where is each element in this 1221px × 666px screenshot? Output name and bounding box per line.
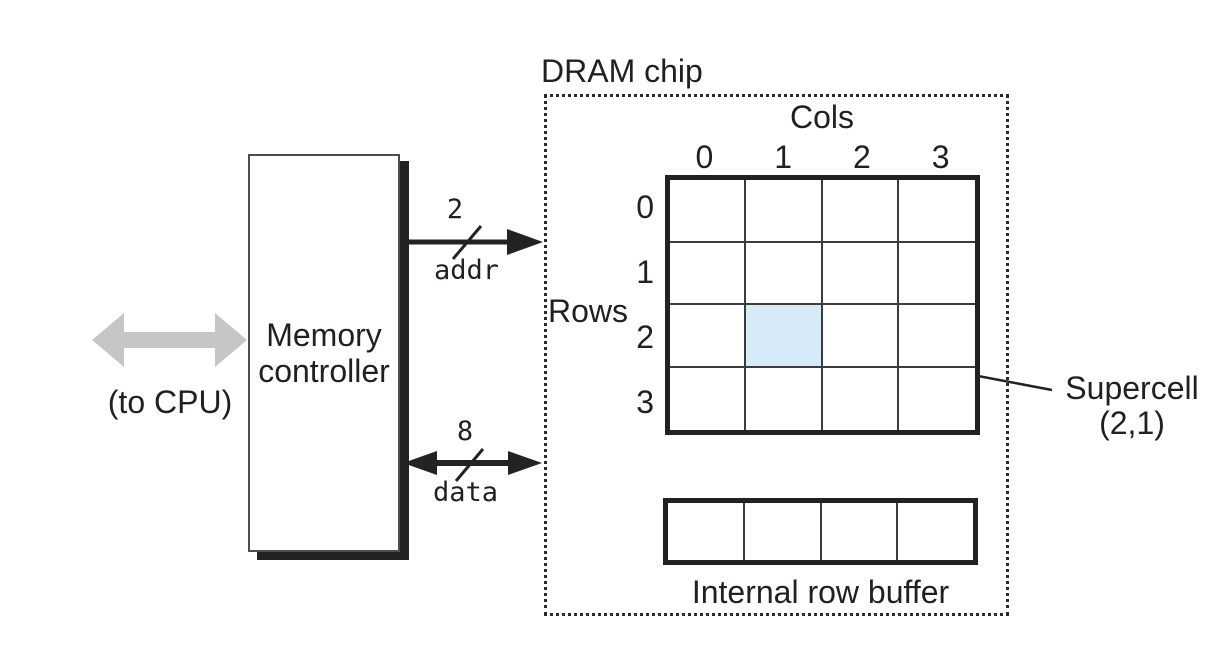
grid-cell (670, 180, 747, 243)
supercell-callout-line2: (2,1) (1099, 405, 1165, 441)
grid-cell (898, 180, 975, 243)
highlighted-supercell (746, 305, 823, 368)
grid-cell (746, 180, 823, 243)
data-bus-width-slash (454, 448, 485, 482)
row-label: 3 (636, 384, 654, 420)
grid-cell (822, 180, 899, 243)
row-numbers: 0 1 2 3 (618, 175, 658, 435)
grid-cell (670, 367, 747, 430)
memory-controller-label-line2: controller (258, 353, 390, 389)
row-buffer-cell (898, 503, 973, 560)
internal-row-buffer (663, 498, 978, 565)
col-label: 1 (774, 139, 793, 175)
addr-bus-width-slash (451, 225, 483, 260)
grid-cell (899, 368, 975, 431)
to-cpu-label: (to CPU) (107, 384, 233, 420)
dram-chip-outline (544, 94, 1009, 616)
grid-cell (746, 367, 823, 430)
supercell-callout-line1: Supercell (1065, 370, 1199, 406)
row-label: 2 (636, 319, 654, 355)
data-bus-right-arrowhead (508, 451, 542, 475)
memory-controller-box: Memory controller (248, 154, 400, 552)
grid-cell (670, 305, 747, 368)
grid-cell (898, 243, 975, 305)
grid-cell (746, 242, 823, 305)
controller-shadow-right (400, 161, 409, 559)
addr-bus-arrowhead (507, 229, 543, 255)
grid-cell (822, 242, 899, 305)
controller-shadow-bottom (257, 552, 409, 560)
data-bus-left-arrowhead (403, 451, 437, 475)
data-bus-width-label: 8 (456, 416, 474, 447)
cols-label: Cols (789, 99, 854, 135)
data-bus-name-label: data (433, 477, 499, 508)
memory-controller-label-line1: Memory (266, 317, 382, 353)
col-label: 0 (695, 139, 714, 175)
col-label: 2 (852, 139, 871, 175)
grid-cell (670, 242, 747, 305)
col-numbers: 0 1 2 3 (665, 139, 980, 175)
internal-row-buffer-label: Internal row buffer (691, 574, 950, 610)
row-buffer-cell (668, 503, 745, 560)
row-label: 1 (636, 254, 654, 290)
rows-label: Rows (548, 293, 629, 329)
addr-bus-width-label: 2 (446, 194, 464, 225)
grid-cell (822, 305, 899, 368)
grid-cell (898, 305, 975, 368)
addr-bus-name-label: addr (434, 255, 500, 286)
dram-chip-title: DRAM chip (541, 53, 703, 89)
supercell-callout: Supercell (2,1) (1052, 371, 1212, 441)
supercell-grid (665, 175, 980, 435)
row-buffer-cell (745, 503, 822, 560)
cpu-bidirectional-arrow (92, 313, 247, 367)
row-buffer-cell (822, 503, 899, 560)
grid-cell (823, 367, 899, 430)
col-label: 3 (931, 139, 950, 175)
row-label: 0 (636, 189, 654, 225)
